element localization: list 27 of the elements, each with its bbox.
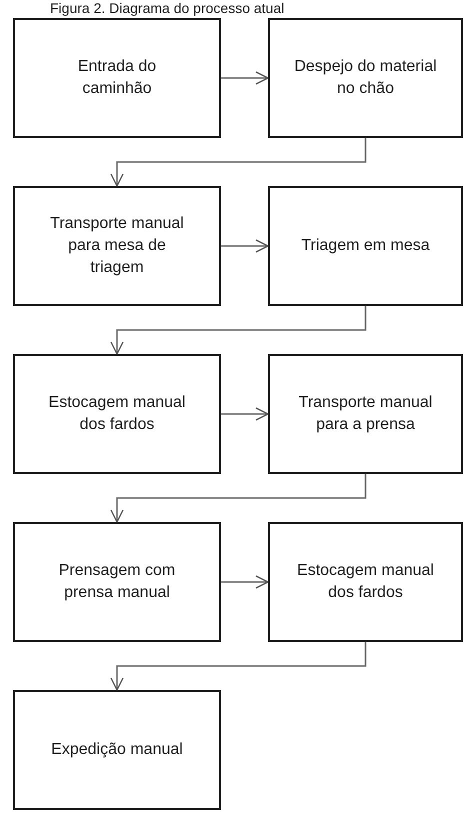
process-box — [268, 354, 463, 474]
arrow — [221, 575, 269, 589]
process-box — [268, 522, 463, 642]
process-box — [13, 18, 221, 138]
step-text: Prensagem com prensa manual — [58, 561, 176, 603]
arrow — [110, 138, 366, 187]
process-box — [13, 186, 221, 306]
step-text: Triagem em mesa — [301, 236, 430, 256]
step-text: Estocagem manual dos fardos — [296, 561, 435, 603]
step-text: Transporte manual para a prensa — [298, 393, 434, 435]
figure-title: Figura 2. Diagrama do processo atual — [50, 0, 284, 16]
step-text: Despejo do material no chão — [293, 57, 438, 99]
arrow — [221, 407, 269, 421]
process-box — [13, 690, 221, 810]
arrow — [110, 474, 366, 523]
process-box — [13, 522, 221, 642]
arrow — [110, 306, 366, 355]
process-box — [268, 186, 463, 306]
arrow — [110, 642, 366, 691]
process-box — [268, 18, 463, 138]
process-box — [13, 354, 221, 474]
step-text: Entrada do caminhão — [76, 57, 158, 99]
arrow — [221, 71, 269, 85]
step-text: Estocagem manual dos fardos — [48, 393, 186, 435]
arrow — [221, 239, 269, 253]
step-text: Transporte manual para mesa de triagem — [49, 214, 185, 278]
step-text: Expedição manual — [51, 740, 183, 760]
